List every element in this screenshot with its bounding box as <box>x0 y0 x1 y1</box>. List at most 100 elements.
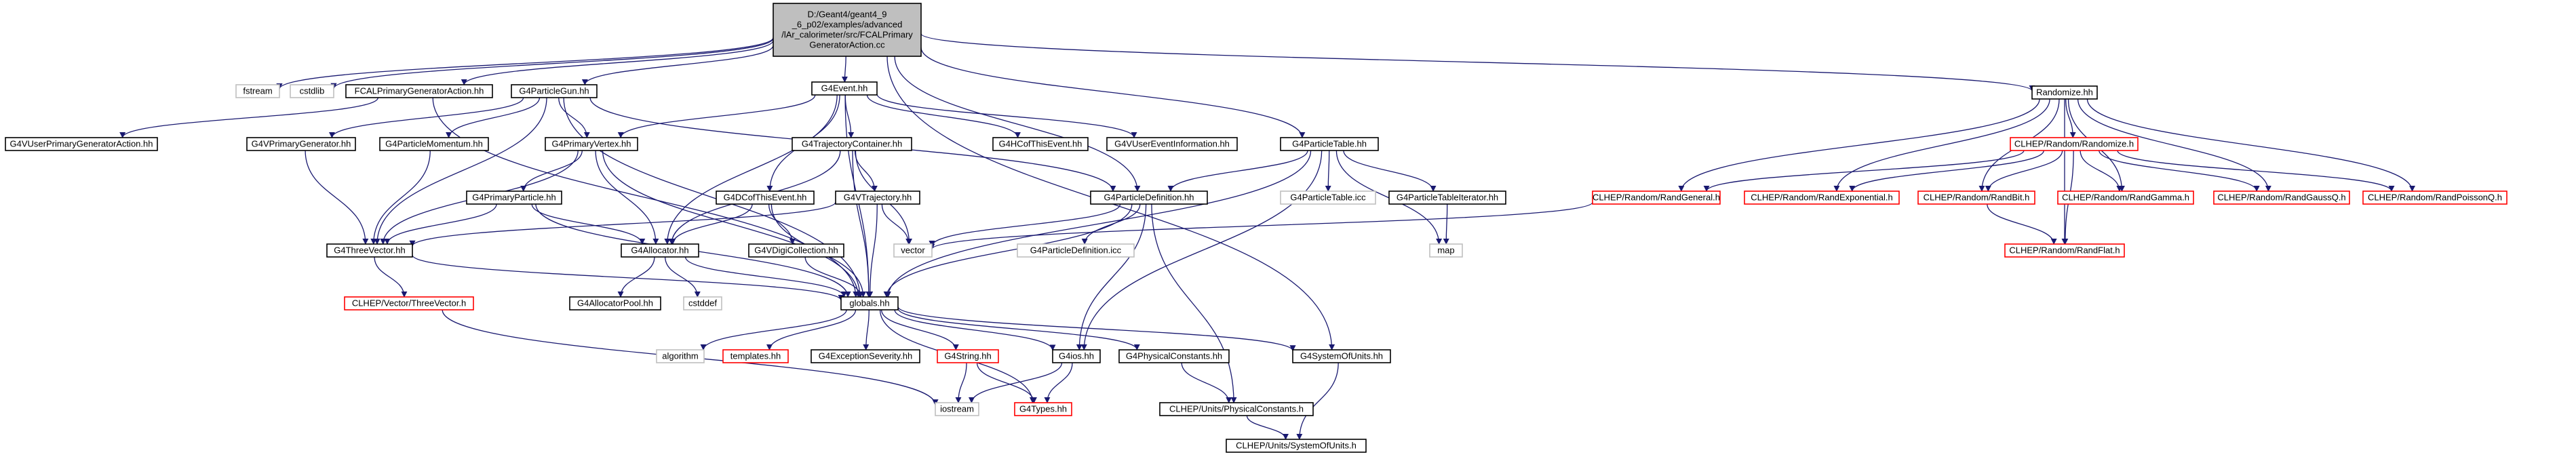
edge-root-to-cstdlib <box>330 38 774 89</box>
node-label-g4physconst-0: G4PhysicalConstants.hh <box>1126 351 1222 361</box>
node-fcalpga[interactable]: FCALPrimaryGeneratorAction.hh <box>345 84 493 98</box>
node-g43v[interactable]: G4ThreeVector.hh <box>326 243 413 258</box>
edge-globals-to-g4ios <box>894 309 1056 351</box>
edge-fcalpga-to-g4vupga <box>119 97 378 138</box>
edge-randrandomize-to-randpoissonq <box>2117 150 2395 192</box>
node-box-g4sysunits <box>1292 349 1391 363</box>
edge-root-to-fstream <box>276 37 774 90</box>
edge-randrandomize-to-randexp <box>1849 150 2044 192</box>
node-templates[interactable]: templates.hh <box>722 349 789 363</box>
node-label-vector-0: vector <box>901 245 925 256</box>
node-label-g4allocpool-0: G4AllocatorPool.hh <box>577 298 653 308</box>
node-g4trajc[interactable]: G4TrajectoryContainer.hh <box>792 137 912 151</box>
node-label-fcalpga-0: FCALPrimaryGeneratorAction.hh <box>355 86 484 96</box>
node-randexp[interactable]: CLHEP/Random/RandExponential.h <box>1744 191 1900 205</box>
node-g4ptable[interactable]: G4ParticleTable.hh <box>1280 137 1379 151</box>
node-g4pdef[interactable]: G4ParticleDefinition.hh <box>1090 191 1208 205</box>
node-g4sysunits[interactable]: G4SystemOfUnits.hh <box>1292 349 1391 363</box>
node-box-g4excsev <box>811 349 920 363</box>
node-fstream: fstream <box>235 84 280 98</box>
node-g4event[interactable]: G4Event.hh <box>811 81 878 96</box>
node-g4pprt[interactable]: G4PrimaryParticle.hh <box>466 191 562 205</box>
node-g4pgun[interactable]: G4ParticleGun.hh <box>511 84 598 98</box>
node-box-randrandomize <box>2010 137 2139 151</box>
node-g4pdicc: G4ParticleDefinition.icc <box>1017 243 1135 258</box>
node-clhepphys[interactable]: CLHEP/Units/PhysicalConstants.h <box>1159 402 1314 416</box>
node-label-g4vuei-0: G4VUserEventInformation.hh <box>1114 139 1230 149</box>
node-label-g4vupga-0: G4VUserPrimaryGeneratorAction.hh <box>10 139 153 149</box>
node-box-g4types <box>1014 402 1072 416</box>
edge-g4pgun-to-g4pvtx <box>558 97 590 138</box>
node-box-globals <box>840 296 899 310</box>
node-box-g4physconst <box>1118 349 1230 363</box>
edge-g4ios-to-iostream <box>968 362 1063 403</box>
node-label-algorithm-0: algorithm <box>662 351 698 361</box>
node-box-randexp <box>1744 191 1900 205</box>
node-g4types[interactable]: G4Types.hh <box>1014 402 1072 416</box>
node-clhepsys[interactable]: CLHEP/Units/SystemOfUnits.h <box>1226 439 1367 453</box>
node-g4pvtx[interactable]: G4PrimaryVertex.hh <box>545 137 638 151</box>
node-g4physconst[interactable]: G4PhysicalConstants.hh <box>1118 349 1230 363</box>
node-randrandomize[interactable]: CLHEP/Random/Randomize.h <box>2010 137 2139 151</box>
node-g4vtraj[interactable]: G4VTrajectory.hh <box>835 191 920 205</box>
edge-g4alloc-to-cstddef <box>665 256 701 298</box>
node-globals[interactable]: globals.hh <box>840 296 899 310</box>
node-box-g4vuei <box>1106 137 1238 151</box>
edge-g4string-to-iostream <box>955 362 967 403</box>
edge-g4pdef-to-g4ios <box>1076 203 1147 350</box>
node-box-g4trajc <box>792 137 912 151</box>
node-g4vpg[interactable]: G4VPrimaryGenerator.hh <box>246 137 356 151</box>
edge-g4vtraj-to-vector <box>881 203 912 245</box>
node-label-randbit-0: CLHEP/Random/RandBit.h <box>1924 193 2030 203</box>
node-box-fstream <box>235 84 280 98</box>
node-randgamma[interactable]: CLHEP/Random/RandGamma.h <box>2057 191 2194 205</box>
node-g4ios[interactable]: G4ios.hh <box>1052 349 1101 363</box>
node-g4string[interactable]: G4String.hh <box>937 349 999 363</box>
node-box-g4vdc <box>748 243 844 258</box>
node-label-g4pdef-0: G4ParticleDefinition.hh <box>1104 193 1194 203</box>
node-box-g4vtraj <box>835 191 920 205</box>
node-label-g4vpg-0: G4VPrimaryGenerator.hh <box>252 139 351 149</box>
node-label-root-3: GeneratorAction.cc <box>809 40 885 50</box>
edge-g4pgun-to-g43v <box>374 97 547 245</box>
node-box-cstdlib <box>290 84 334 98</box>
edge-g4event-to-g4pvtx <box>617 94 816 138</box>
node-g4vuei[interactable]: G4VUserEventInformation.hh <box>1106 137 1238 151</box>
node-root[interactable]: D:/Geant4/geant4_9_6_p02/examples/advanc… <box>773 3 922 57</box>
node-randflat[interactable]: CLHEP/Random/RandFlat.h <box>2004 243 2125 258</box>
node-randpoissonq[interactable]: CLHEP/Random/RandPoissonQ.h <box>2362 191 2507 205</box>
edge-g4pmom-to-g43v <box>370 150 431 245</box>
edge-g4pvtx-to-globals <box>602 150 861 298</box>
node-randgaussq[interactable]: CLHEP/Random/RandGaussQ.h <box>2213 191 2350 205</box>
node-label-g4hce-0: G4HCofThisEvent.hh <box>999 139 1082 149</box>
node-g4excsev[interactable]: G4ExceptionSeverity.hh <box>811 349 920 363</box>
edge-g4pdef-to-globals <box>883 203 1133 298</box>
node-g4hce[interactable]: G4HCofThisEvent.hh <box>992 137 1089 151</box>
node-g4allocpool[interactable]: G4AllocatorPool.hh <box>569 296 661 310</box>
node-g4alloc[interactable]: G4Allocator.hh <box>621 243 699 258</box>
node-clhep3v[interactable]: CLHEP/Vector/ThreeVector.h <box>344 296 474 310</box>
node-randgeneral[interactable]: CLHEP/Random/RandGeneral.h <box>1592 191 1721 205</box>
edge-g4ptable-to-g4pticc <box>1325 150 1331 192</box>
node-label-g4dce-0: G4DCofThisEvent.hh <box>724 193 807 203</box>
edge-globals-to-g4string <box>881 309 959 350</box>
node-label-g4pprt-0: G4PrimaryParticle.hh <box>472 193 556 203</box>
edge-randrandomize-to-randgeneral <box>1703 150 2025 192</box>
node-g4pmom[interactable]: G4ParticleMomentum.hh <box>379 137 489 151</box>
edge-g4pprt-to-g43v <box>384 203 497 245</box>
node-box-g4hce <box>992 137 1089 151</box>
edge-g4pvtx-to-g4pprt <box>520 150 583 192</box>
node-vector: vector <box>893 243 933 258</box>
node-box-g4allocpool <box>569 296 661 310</box>
node-label-randgamma-0: CLHEP/Random/RandGamma.h <box>2062 193 2189 203</box>
node-randomize[interactable]: Randomize.hh <box>2031 85 2098 100</box>
node-box-templates <box>722 349 789 363</box>
node-g4dce[interactable]: G4DCofThisEvent.hh <box>716 191 815 205</box>
node-g4ptit[interactable]: G4ParticleTableIterator.hh <box>1388 191 1506 205</box>
node-g4vupga[interactable]: G4VUserPrimaryGeneratorAction.hh <box>5 137 158 151</box>
edge-randomize-to-randrandomize <box>2065 98 2076 138</box>
node-g4vdc[interactable]: G4VDigiCollection.hh <box>748 243 844 258</box>
node-box-g4pprt <box>466 191 562 205</box>
node-box-randpoissonq <box>2362 191 2507 205</box>
node-randbit[interactable]: CLHEP/Random/RandBit.h <box>1917 191 2035 205</box>
